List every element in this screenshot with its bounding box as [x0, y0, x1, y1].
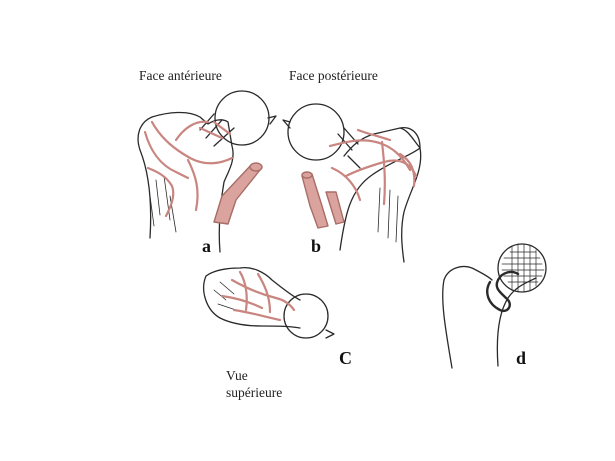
femoral-head-anterior	[214, 90, 270, 146]
caption-posterior-face: Face postérieure	[289, 68, 378, 83]
shading-posterior	[377, 187, 399, 243]
panel-label-b: b	[311, 236, 322, 256]
caption-anterior-face: Face antérieure	[139, 68, 222, 83]
retinacular-vessel-schematic	[486, 270, 520, 313]
arteries-superior	[220, 270, 296, 322]
femoral-artery-segment-posterior	[301, 171, 345, 229]
head-tip-anterior	[267, 115, 277, 125]
panel-label-d: d	[516, 348, 527, 368]
femur-posterior-outline	[339, 126, 422, 263]
femoral-neck-posterior	[337, 127, 361, 169]
femur-superior-outline	[203, 266, 301, 329]
caption-superior-line1: Vue	[226, 368, 248, 383]
shading-superior	[213, 281, 237, 311]
femoral-head-superior	[283, 293, 329, 339]
caption-superior-view: Vue supérieure	[226, 367, 282, 401]
femoral-head-schematic	[497, 243, 547, 293]
head-tip-superior	[325, 329, 335, 339]
femoral-artery-segment-anterior	[213, 162, 263, 225]
head-tip-posterior	[282, 119, 291, 129]
panel-label-a: a	[202, 236, 211, 256]
shading-anterior	[149, 175, 177, 233]
arteries-posterior	[328, 128, 418, 206]
femur-posterior-drawing	[282, 103, 422, 263]
arteries-anterior	[143, 120, 234, 218]
head-hatching-schematic	[501, 243, 545, 293]
caption-superior-line2: supérieure	[226, 385, 283, 400]
femur-anterior-outline	[137, 111, 234, 253]
panel-label-c: C	[339, 348, 352, 368]
femur-schematic-drawing	[442, 243, 547, 369]
femur-anterior-drawing	[137, 90, 277, 253]
femoral-head-posterior	[287, 103, 345, 161]
femur-superior-drawing	[203, 266, 335, 339]
